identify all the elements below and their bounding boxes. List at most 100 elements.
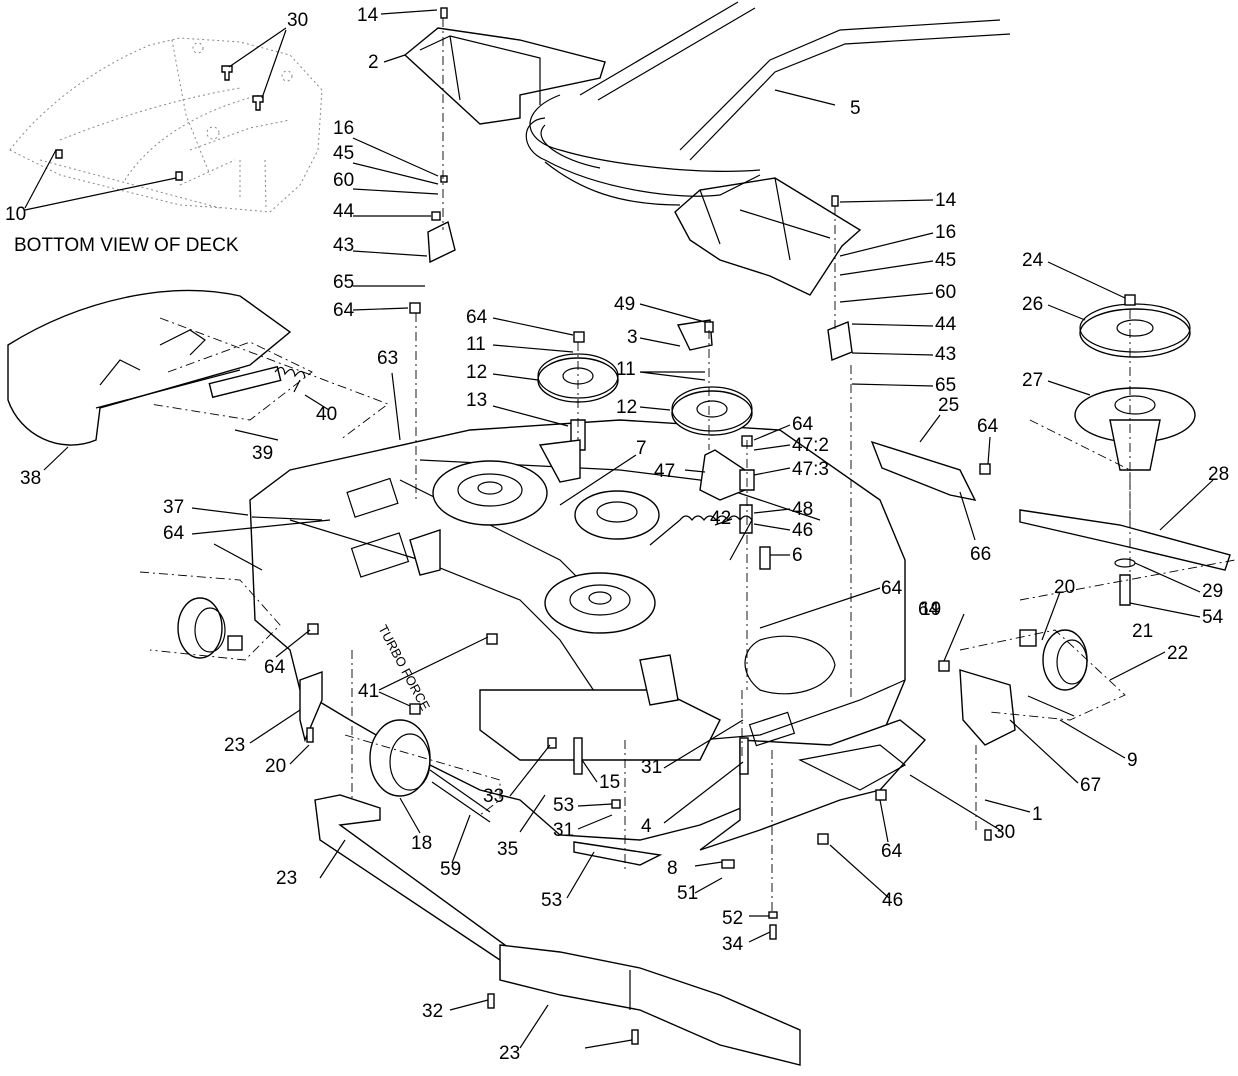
- callout: 63: [377, 348, 398, 369]
- callout: 20: [1054, 577, 1075, 598]
- callout: 46: [792, 520, 813, 541]
- callout: 64: [163, 523, 185, 544]
- inset-caption: BOTTOM VIEW OF DECK: [14, 235, 239, 256]
- callout: 18: [411, 833, 432, 854]
- callout: 52: [722, 908, 743, 929]
- callout: 60: [333, 170, 354, 191]
- callout: 64: [333, 300, 355, 321]
- callout: 53: [553, 795, 574, 816]
- callout: 65: [935, 375, 956, 396]
- callout: 49: [614, 294, 635, 315]
- callout: 65: [333, 272, 354, 293]
- callout: 7: [636, 438, 647, 459]
- callout: 31: [553, 820, 574, 841]
- callout: 9: [1127, 750, 1138, 771]
- callout: 16: [935, 222, 956, 243]
- callout: 12: [616, 397, 637, 418]
- callout: 12: [466, 362, 487, 383]
- callout: 8: [667, 858, 678, 879]
- callout: 1: [1032, 804, 1043, 825]
- callout: 64: [466, 307, 488, 328]
- callout: 35: [497, 839, 518, 860]
- idler-arm: [649, 449, 755, 561]
- callout: 29: [1202, 581, 1223, 602]
- callout: 30: [994, 822, 1015, 843]
- belt-cover-rear: [674, 177, 862, 296]
- spindle-pulleys: [432, 460, 660, 634]
- callout: 34: [722, 934, 744, 955]
- callout: 66: [970, 544, 991, 565]
- callout: 23: [499, 1043, 520, 1064]
- callout: 10: [5, 204, 26, 225]
- callout: 51: [677, 883, 698, 904]
- callout: 19: [920, 599, 941, 620]
- callout: 15: [599, 772, 620, 793]
- callout: 4: [641, 816, 652, 837]
- callout: 23: [276, 868, 297, 889]
- callout: 13: [466, 390, 487, 411]
- callout: 44: [333, 201, 355, 222]
- callout: 11: [616, 359, 636, 380]
- callout: 53: [541, 890, 562, 911]
- callout: 54: [1202, 607, 1224, 628]
- callout: 11: [466, 334, 486, 355]
- callout: 47:2: [792, 435, 829, 456]
- callout: 27: [1022, 370, 1043, 391]
- callout: 64: [264, 657, 286, 678]
- callout: 47:3: [792, 459, 829, 480]
- callout: 14: [935, 190, 957, 211]
- blade-spindle: [1019, 303, 1231, 606]
- callout: 22: [1167, 643, 1188, 664]
- callout: 64: [792, 414, 814, 435]
- callout: 5: [850, 98, 861, 119]
- callout: 24: [1022, 250, 1044, 271]
- callout: 60: [935, 282, 956, 303]
- callout: 39: [252, 443, 273, 464]
- mower-deck-housing: TURBO FORCE: [249, 419, 927, 851]
- callout: 31: [641, 757, 662, 778]
- bottom-view-inset: [9, 37, 323, 213]
- discharge-deflector: [7, 289, 389, 446]
- bottom-baffles: [314, 794, 801, 1066]
- callout: 14: [357, 5, 379, 26]
- callout: 23: [224, 735, 245, 756]
- callout: 25: [938, 395, 959, 416]
- callout: 3: [627, 327, 638, 348]
- drive-belt: [525, 1, 1011, 206]
- callout: 30: [287, 10, 308, 31]
- callout: 64: [881, 578, 903, 599]
- callout: 37: [163, 497, 184, 518]
- callout: 32: [422, 1001, 443, 1022]
- callout: 47: [654, 461, 675, 482]
- callout: 59: [440, 859, 461, 880]
- callout-labels: 14 2 5 30 10 BOTTOM VIEW OF DECK 16 45 6…: [5, 5, 1229, 1064]
- callout: 64: [977, 416, 999, 437]
- callout: 20: [265, 756, 286, 777]
- callout: 26: [1022, 294, 1043, 315]
- callout: 21: [1132, 621, 1153, 642]
- callout: 2: [368, 52, 379, 73]
- callout: 40: [316, 404, 337, 425]
- callout: 48: [792, 499, 813, 520]
- anti-scalp-wheels: [139, 571, 1126, 823]
- callout: 33: [483, 786, 504, 807]
- callout: 43: [935, 344, 956, 365]
- deck-hangers: [299, 220, 1016, 746]
- callout: 16: [333, 118, 354, 139]
- callout: 41: [358, 681, 379, 702]
- callout: 45: [935, 250, 956, 271]
- callout: 44: [935, 314, 957, 335]
- callout: 28: [1208, 464, 1229, 485]
- alignment-lines: [351, 18, 1236, 912]
- callout: 67: [1080, 775, 1101, 796]
- callout: 43: [333, 235, 354, 256]
- callout: 42: [710, 508, 731, 529]
- belt-cover-front: [403, 27, 606, 125]
- callout: 38: [20, 468, 41, 489]
- callout: 64: [881, 841, 903, 862]
- leader-lines: [24, 9, 1214, 1049]
- callout: 46: [882, 890, 903, 911]
- callout: 64: [918, 599, 940, 620]
